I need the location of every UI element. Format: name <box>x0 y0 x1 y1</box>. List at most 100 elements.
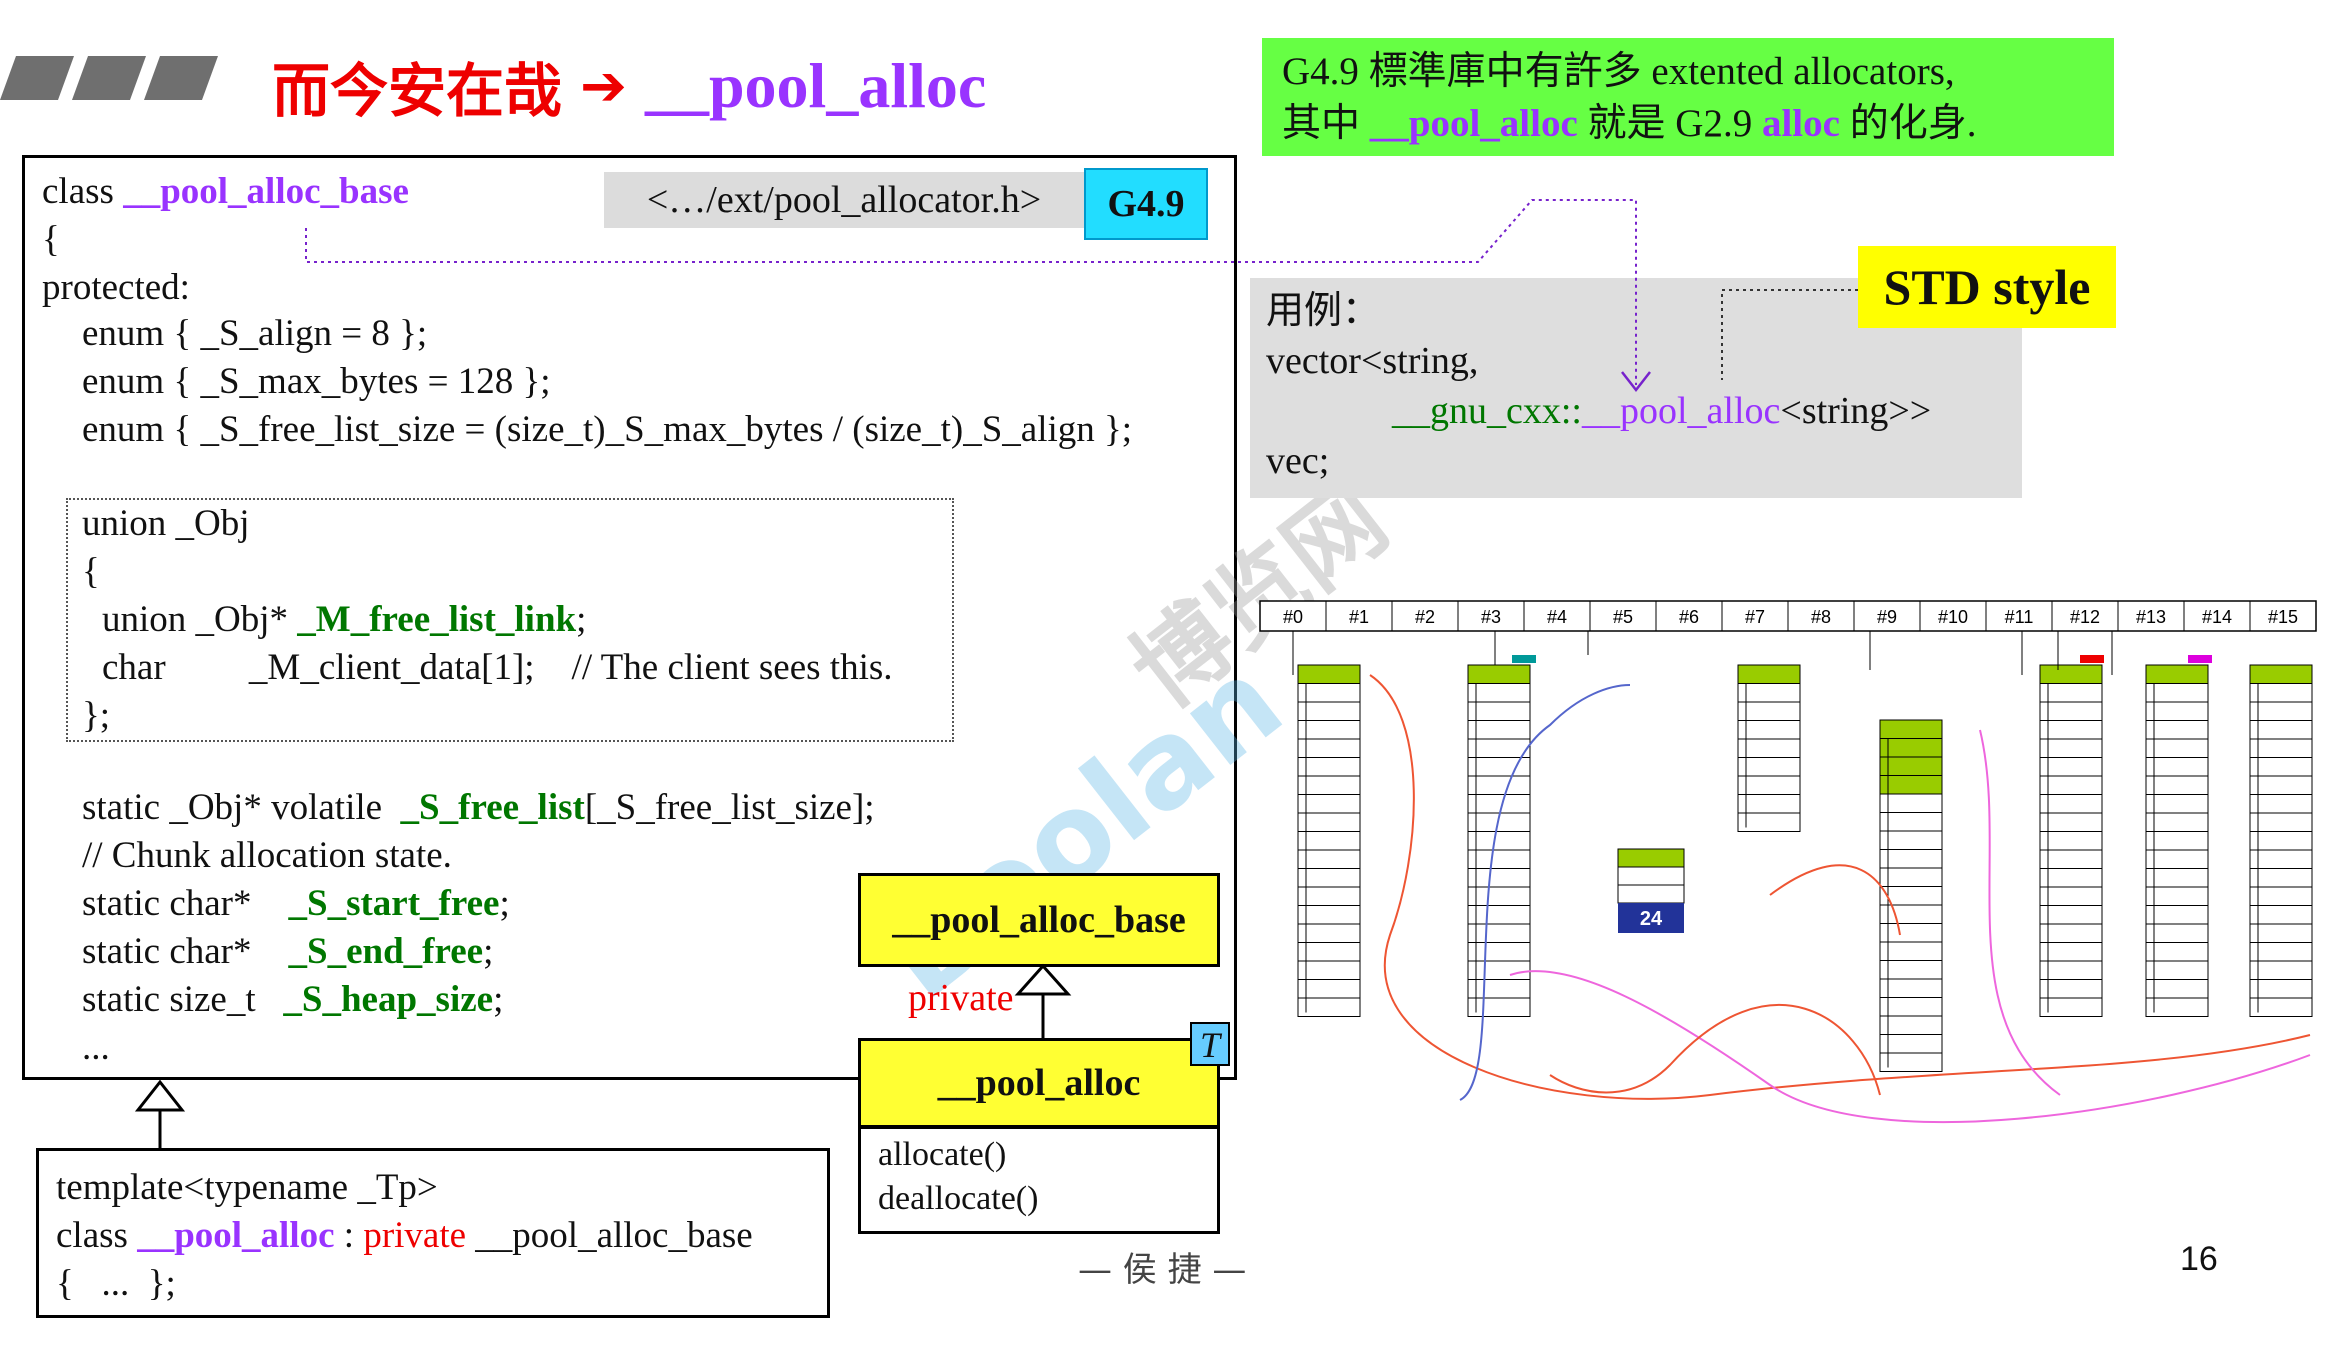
free-list-block <box>2039 849 2103 869</box>
free-list-block <box>1737 683 1801 703</box>
free-list-block <box>1467 905 1531 925</box>
free-list-block <box>1467 942 1531 962</box>
free-list-block <box>1297 868 1361 888</box>
free-list-block <box>1737 738 1801 758</box>
template-declaration-box <box>36 1148 830 1318</box>
free-list-block <box>1297 812 1361 832</box>
free-list-block <box>2039 720 2103 740</box>
free-list-block <box>1297 849 1361 869</box>
code-enum-free-list-size: enum { _S_free_list_size = (size_t)_S_ma… <box>82 409 1133 450</box>
arrow-icon: ➔ <box>580 53 627 119</box>
free-list-block <box>1297 886 1361 906</box>
header-file-label: <…/ext/pool_allocator.h> <box>604 172 1084 228</box>
template-line-3: { ... }; <box>56 1263 176 1304</box>
uml-inheritance-arrow <box>1014 963 1072 1040</box>
class-keyword: class <box>42 171 124 212</box>
free-list-block <box>2145 831 2209 851</box>
free-list-block <box>2145 794 2209 814</box>
free-list-block <box>1297 720 1361 740</box>
note-line-2: 其中 __pool_alloc 就是 G2.9 alloc 的化身. <box>1282 98 2094 150</box>
free-list-block <box>1467 757 1531 777</box>
free-list-block <box>1467 997 1531 1017</box>
free-list-block <box>1737 720 1801 740</box>
example-label: 用例： <box>1266 290 1381 332</box>
free-list-block <box>1467 849 1531 869</box>
free-list-block <box>2145 997 2209 1017</box>
slot-label-12: #12 <box>2070 607 2100 627</box>
block-24-label: 24 <box>1640 908 1663 930</box>
free-list-block <box>2039 775 2103 795</box>
free-list-block <box>2249 775 2313 795</box>
end-free-member: _S_end_free <box>288 931 484 972</box>
example-line-2: __gnu_cxx::__pool_alloc<string>> <box>1266 386 2006 436</box>
slot-label-9: #9 <box>1877 607 1897 627</box>
free-list-block <box>2249 942 2313 962</box>
free-list-block <box>2039 997 2103 1017</box>
version-badge: G4.9 <box>1084 168 1208 240</box>
uml-derived-class: __pool_alloc <box>858 1038 1220 1128</box>
title-chinese: 而今安在哉 <box>272 57 563 125</box>
free-list-member: _S_free_list <box>400 787 585 828</box>
free-list-block <box>2039 960 2103 980</box>
code-text: class <box>56 1215 138 1256</box>
slot-label-7: #7 <box>1745 607 1765 627</box>
code-static-free-list: static _Obj* volatile _S_free_list[_S_fr… <box>82 784 875 832</box>
free-list-block <box>1467 868 1531 888</box>
note-pool-alloc: __pool_alloc <box>1369 102 1578 145</box>
note-alloc: alloc <box>1761 102 1840 145</box>
free-list-block <box>1297 775 1361 795</box>
free-list-block <box>2249 812 2313 832</box>
free-list-block <box>2039 757 2103 777</box>
union-box <box>66 498 954 742</box>
free-list-block <box>1879 886 1943 906</box>
code-static-end-free: static char* _S_end_free; <box>82 928 493 976</box>
slot-label-13: #13 <box>2136 607 2166 627</box>
note-line-1: G4.9 標準庫中有許多 extented allocators, <box>1282 50 1955 93</box>
code-text: static size_t <box>82 979 284 1020</box>
free-list-block <box>1879 1052 1943 1072</box>
free-list-block <box>1297 979 1361 999</box>
free-list-block <box>1879 1034 1943 1054</box>
code-protected: protected: <box>42 267 190 308</box>
code-open-brace: { <box>42 219 60 260</box>
code-text: [_S_free_list_size]; <box>584 787 875 828</box>
free-list-block <box>1297 923 1361 943</box>
free-list-block <box>2249 794 2313 814</box>
free-list-block <box>1297 960 1361 980</box>
free-list-block <box>1467 923 1531 943</box>
code-static-start-free: static char* _S_start_free; <box>82 880 510 928</box>
free-list-link-member: _M_free_list_link <box>297 599 577 640</box>
slot-label-2: #2 <box>1415 607 1435 627</box>
free-list-block <box>1297 794 1361 814</box>
code-text: static _Obj* volatile <box>82 787 401 828</box>
page-number: 16 <box>2180 1240 2218 1278</box>
free-list-block <box>2145 886 2209 906</box>
free-list-block <box>1467 831 1531 851</box>
free-list-block <box>2039 683 2103 703</box>
slot-label-1: #1 <box>1349 607 1369 627</box>
slot-label-4: #4 <box>1547 607 1567 627</box>
free-list-block <box>1297 664 1361 684</box>
uml-template-param: T <box>1190 1022 1230 1066</box>
code-text: : <box>334 1215 364 1256</box>
code-enum-align: enum { _S_align = 8 }; <box>82 313 428 354</box>
free-list-block <box>2249 979 2313 999</box>
note-box: G4.9 標準庫中有許多 extented allocators, 其中 __p… <box>1262 38 2114 156</box>
free-list-block <box>1467 979 1531 999</box>
heap-size-member: _S_heap_size <box>283 979 494 1020</box>
free-list-block <box>2145 775 2209 795</box>
free-list-block <box>1297 738 1361 758</box>
free-list-block <box>2039 868 2103 888</box>
free-list-block <box>2145 701 2209 721</box>
free-list-block <box>1467 664 1531 684</box>
code-union-open: { <box>82 551 100 592</box>
free-list-block <box>2249 849 2313 869</box>
code-text: ; <box>499 883 510 924</box>
free-list-block <box>1879 812 1943 832</box>
slot-label-15: #15 <box>2268 607 2298 627</box>
free-list-block <box>1879 941 1943 961</box>
free-list-block <box>2249 960 2313 980</box>
slot-label-0: #0 <box>1283 607 1303 627</box>
free-list-block <box>2249 701 2313 721</box>
code-text: <string>> <box>1780 390 1932 432</box>
